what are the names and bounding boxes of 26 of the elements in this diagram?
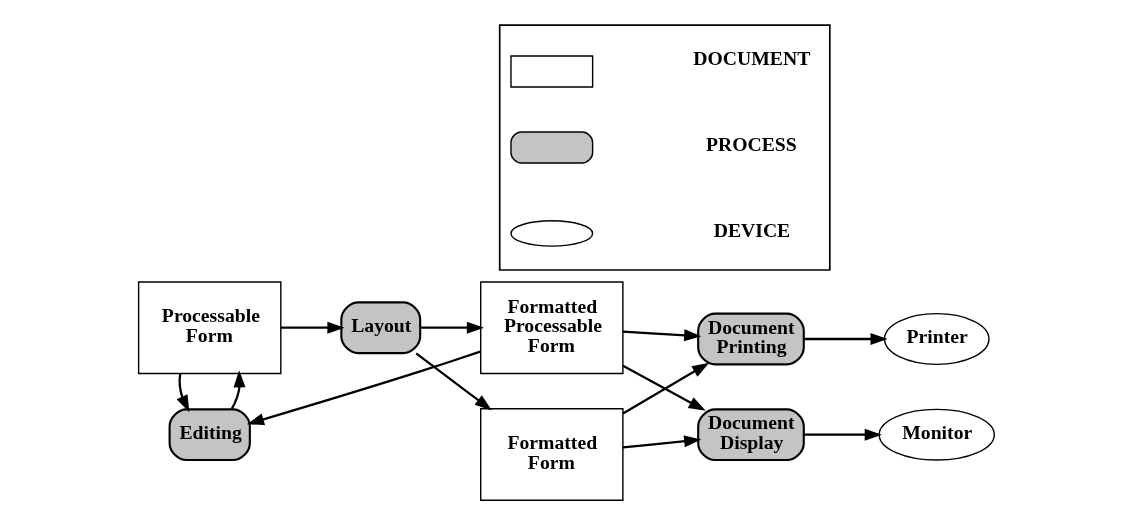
node-box: Layout (340, 301, 422, 355)
arrow (803, 333, 888, 345)
legend-label: PROCESS (705, 133, 797, 156)
arrow (622, 435, 702, 449)
node-box: Document Printing (697, 312, 805, 366)
node-ellipse: Monitor (878, 408, 995, 461)
arrow (176, 373, 190, 413)
node-box (510, 131, 594, 164)
node-box: Editing (168, 408, 251, 462)
node-box: Formatted Processable Form (480, 281, 624, 375)
legend-label: DEVICE (713, 219, 791, 242)
cluster (498, 24, 831, 271)
arrow (420, 321, 484, 334)
node-ellipse: Printer (883, 312, 990, 366)
legend-label: DOCUMENT (693, 47, 811, 70)
node-ellipse (510, 220, 594, 247)
node-box: Processable Form (137, 281, 282, 375)
node-box: Document Display (697, 408, 805, 462)
arrow (622, 329, 702, 342)
arrow (281, 321, 345, 334)
node-box (510, 55, 594, 88)
arrow (230, 370, 246, 410)
node-box: Formatted Form (480, 407, 624, 501)
arrow (415, 352, 492, 411)
arrow (803, 428, 882, 441)
arrow (246, 350, 481, 426)
